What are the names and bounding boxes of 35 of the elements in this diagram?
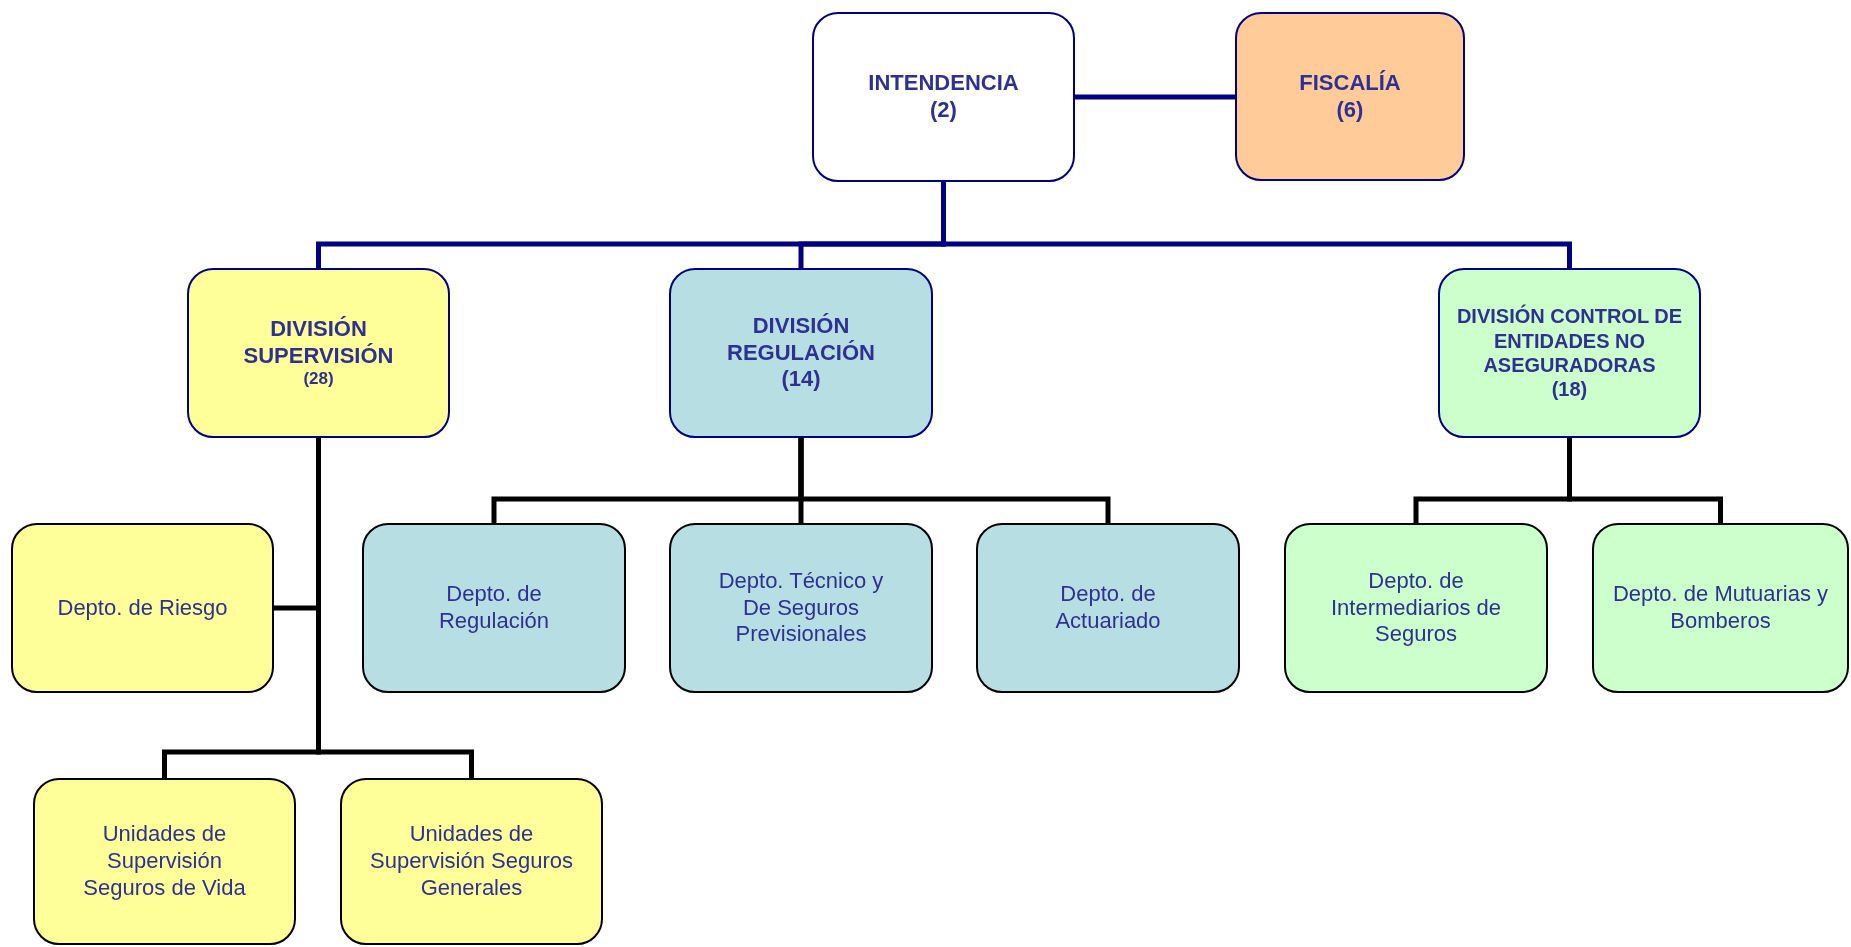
staff-count: (14) xyxy=(781,366,821,394)
connector-line xyxy=(1567,438,1723,523)
unit-name: DIVISIÓN REGULACIÓN xyxy=(726,312,876,367)
connector-line xyxy=(316,438,474,778)
department-box xyxy=(1592,523,1849,693)
department-box xyxy=(362,523,626,693)
division-box xyxy=(669,268,933,438)
unit-name: Unidades de Supervisión Seguros Generales xyxy=(369,821,574,902)
unit-name: Unidades de Supervisión Seguros de Vida xyxy=(82,821,247,902)
department-box xyxy=(1284,523,1548,693)
department-box xyxy=(340,778,603,945)
department-box xyxy=(669,523,933,693)
unit-name: INTENDENCIA xyxy=(868,70,1019,97)
staff-count: (18) xyxy=(1551,377,1588,402)
unit-name: FISCALÍA xyxy=(1299,69,1401,97)
staff-count: (2) xyxy=(930,97,957,124)
division-box xyxy=(1235,12,1465,181)
unit-name: Depto. de Actuariado xyxy=(1054,581,1162,635)
unit-name: Depto. de Riesgo xyxy=(57,594,228,622)
division-box xyxy=(187,268,450,438)
unit-name: Depto. Técnico y De Seguros Previsionales xyxy=(717,567,885,649)
connector-line xyxy=(798,438,1111,523)
department-box xyxy=(33,778,296,945)
staff-count: (28) xyxy=(303,369,334,391)
unit-name: DIVISIÓN CONTROL DE ENTIDADES NO ASEGURADORAS xyxy=(1455,304,1684,378)
unit-name: Depto. de Intermediarios de Seguros xyxy=(1331,567,1501,649)
department-box xyxy=(976,523,1240,693)
department-box xyxy=(11,523,274,693)
connector-line xyxy=(1075,94,1235,100)
staff-count: (6) xyxy=(1336,96,1364,124)
unit-name: Depto. de Regulación xyxy=(437,581,551,635)
unit-name: DIVISIÓN SUPERVISIÓN xyxy=(242,315,395,370)
unit-name: Depto. de Mutuarias y Bomberos xyxy=(1611,581,1830,635)
division-box xyxy=(1438,268,1701,438)
division-box xyxy=(812,12,1075,182)
